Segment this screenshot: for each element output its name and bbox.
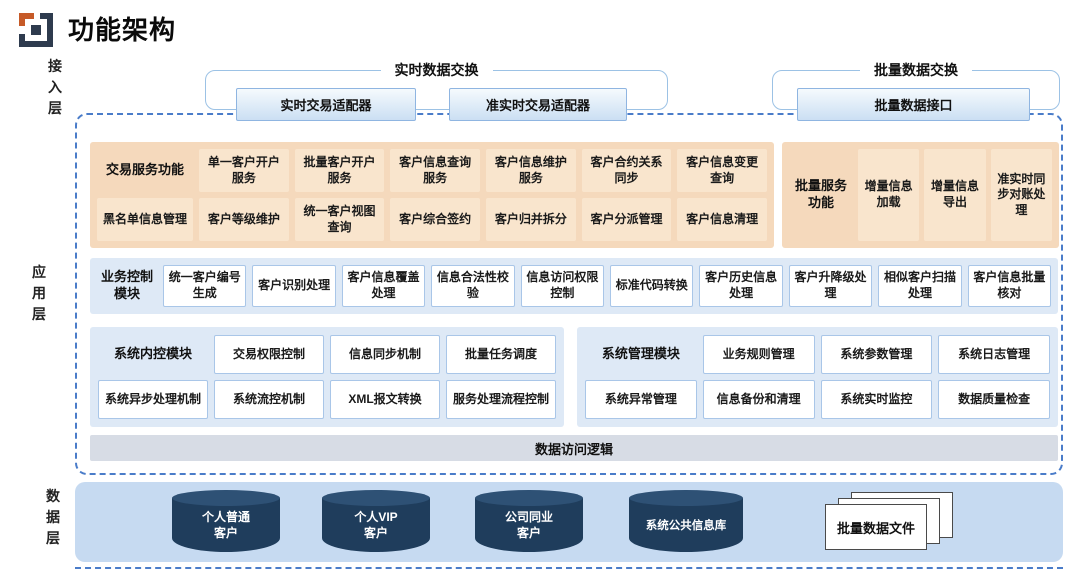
realtime-adapter-box: 实时交易适配器 <box>236 88 416 121</box>
file-page-front: 批量数据文件 <box>825 504 927 550</box>
layer-label-data: 数据层 <box>46 488 60 546</box>
module-box: 服务处理流程控制 <box>446 380 556 419</box>
service-box: 客户等级维护 <box>199 198 289 241</box>
system-management-label: 系统管理模块 <box>601 346 680 362</box>
module-box: 客户识别处理 <box>252 265 336 307</box>
database-label: 个人VIP 客户 <box>354 510 398 540</box>
bottom-dashed-line <box>75 567 1063 569</box>
file-stack-label: 批量数据文件 <box>836 520 915 536</box>
module-box: 客户信息覆盖处理 <box>341 265 426 307</box>
service-box: 客户分派管理 <box>581 198 672 241</box>
module-box: 系统实时监控 <box>820 380 933 419</box>
module-box: 统一客户编号生成 <box>163 265 247 307</box>
file-stack: 批量数据文件 <box>825 492 955 552</box>
module-box: 数据质量检查 <box>938 380 1050 419</box>
service-box: 客户信息维护服务 <box>485 149 576 192</box>
service-box: 客户归并拆分 <box>485 198 576 241</box>
service-box: 客户信息查询服务 <box>390 149 480 192</box>
module-box: 客户信息批量核对 <box>967 265 1052 307</box>
business-control-label: 业务控制模块 <box>100 269 153 301</box>
layer-label-access: 接入层 <box>48 58 62 116</box>
module-box: 业务规则管理 <box>702 335 815 374</box>
service-box: 批量客户开户服务 <box>294 149 385 192</box>
layer-label-application: 应用层 <box>32 264 46 322</box>
cylinder-body <box>629 498 743 552</box>
module-box: XML报文转换 <box>330 380 440 419</box>
module-box: 客户历史信息处理 <box>699 265 783 307</box>
module-box: 系统异常管理 <box>585 380 697 419</box>
batch-exchange-label: 批量数据交换 <box>860 60 972 80</box>
module-box: 系统日志管理 <box>938 335 1050 374</box>
cylinder-top-ellipse <box>475 490 583 506</box>
realtime-exchange-group: 实时数据交换 <box>205 60 668 110</box>
module-box: 信息合法性校验 <box>431 265 515 307</box>
service-box: 增量信息加载 <box>858 149 920 241</box>
database-cylinder: 公司同业 客户 <box>475 490 583 552</box>
data-access-bar: 数据访问逻辑 <box>90 435 1058 461</box>
logo-icon <box>14 8 58 57</box>
cylinder-top-ellipse <box>629 490 743 506</box>
module-box: 系统异步处理机制 <box>98 380 208 419</box>
service-box: 黑名单信息管理 <box>97 198 193 241</box>
database-label: 公司同业 客户 <box>504 510 553 540</box>
page-title: 功能架构 <box>68 15 177 45</box>
database-cylinder: 系统公共信息库 <box>629 490 743 552</box>
module-box: 系统参数管理 <box>820 335 933 374</box>
application-layer-container: 交易服务功能 单一客户开户服务 批量客户开户服务 客户信息查询服务 客户信息维护… <box>75 113 1063 475</box>
batch-data-interface-box: 批量数据接口 <box>797 88 1030 121</box>
cylinder-body <box>475 498 583 552</box>
service-box: 客户综合签约 <box>390 198 480 241</box>
module-box: 信息备份和清理 <box>702 380 815 419</box>
database-label: 个人普通 客户 <box>201 510 250 540</box>
service-box: 客户信息变更查询 <box>677 149 767 192</box>
batch-panel-label: 批量服务功能 <box>794 178 847 210</box>
service-box: 客户信息清理 <box>677 198 767 241</box>
module-box: 客户升降级处理 <box>788 265 873 307</box>
realtime-exchange-label: 实时数据交换 <box>380 60 493 80</box>
database-label: 系统公共信息库 <box>645 519 727 532</box>
module-box: 相似客户扫描处理 <box>878 265 962 307</box>
database-cylinder: 个人普通 客户 <box>172 490 280 552</box>
module-box: 系统流控机制 <box>214 380 324 419</box>
cylinder-body <box>322 498 430 552</box>
module-box: 信息同步机制 <box>330 335 440 374</box>
service-box: 增量信息导出 <box>924 149 986 241</box>
internal-control-panel: 系统内控模块 交易权限控制 信息同步机制 批量任务调度 系统异步处理机制 系统流… <box>90 327 564 427</box>
quasi-realtime-adapter-box: 准实时交易适配器 <box>449 88 627 121</box>
module-box: 信息访问权限控制 <box>520 265 605 307</box>
cylinder-top-ellipse <box>322 490 430 506</box>
cylinder-body <box>172 498 280 552</box>
cylinder-top-ellipse <box>172 490 280 506</box>
service-box: 客户合约关系同步 <box>581 149 672 192</box>
service-box: 准实时同步对账处理 <box>990 149 1052 241</box>
system-management-panel: 系统管理模块 业务规则管理 系统参数管理 系统日志管理 系统异常管理 信息备份和… <box>577 327 1058 427</box>
module-box: 标准代码转换 <box>610 265 694 307</box>
transaction-panel-label: 交易服务功能 <box>105 162 184 178</box>
module-box: 批量任务调度 <box>446 335 556 374</box>
batch-services-panel: 批量服务功能 增量信息加载 增量信息导出 准实时同步对账处理 <box>782 142 1059 248</box>
service-box: 单一客户开户服务 <box>199 149 289 192</box>
database-cylinder: 个人VIP 客户 <box>322 490 430 552</box>
business-control-panel: 业务控制模块 统一客户编号生成 客户识别处理 客户信息覆盖处理 信息合法性校验 … <box>90 258 1058 314</box>
internal-control-label: 系统内控模块 <box>113 346 192 362</box>
transaction-services-panel: 交易服务功能 单一客户开户服务 批量客户开户服务 客户信息查询服务 客户信息维护… <box>90 142 774 248</box>
service-box: 统一客户视图查询 <box>294 198 385 241</box>
module-box: 交易权限控制 <box>214 335 324 374</box>
